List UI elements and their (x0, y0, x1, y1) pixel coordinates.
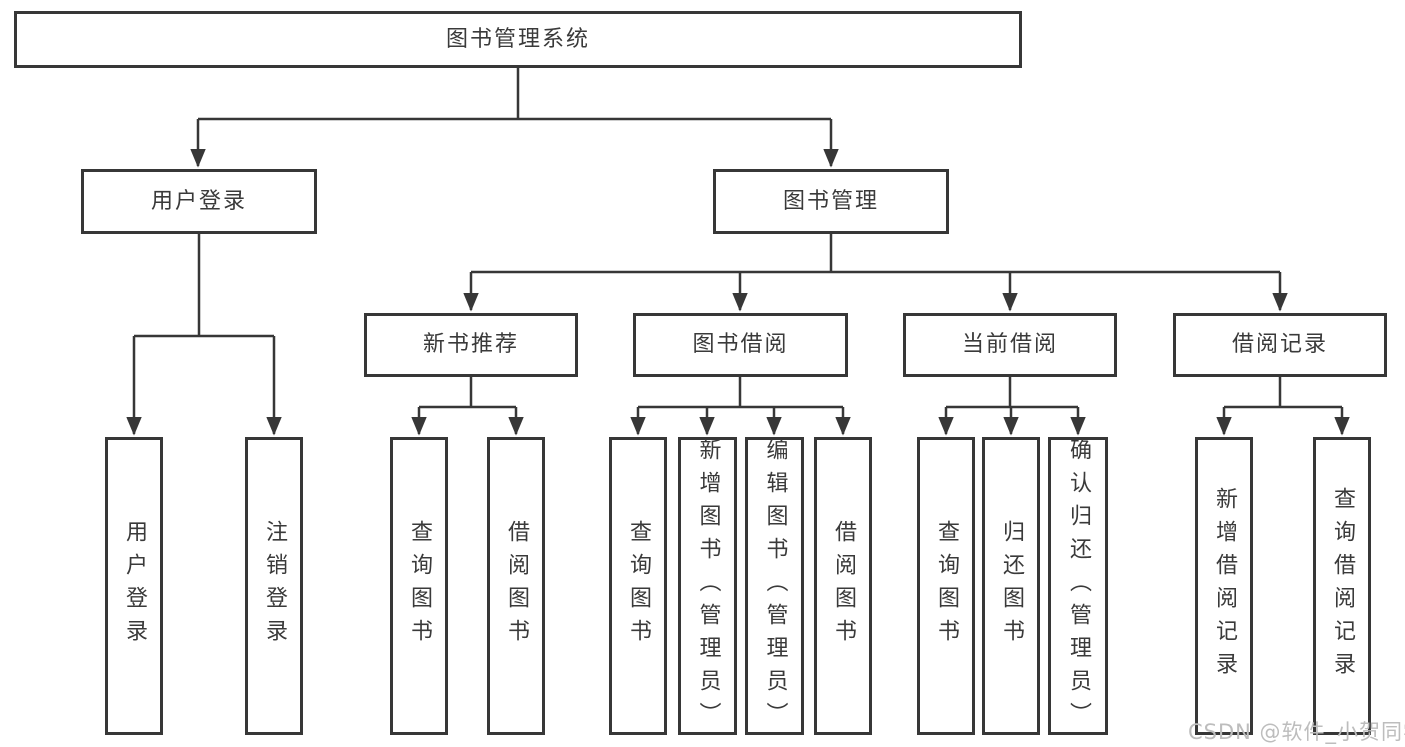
leaf-logout: 注销登录 (245, 437, 303, 735)
leaf-query-books-recommend: 查询图书 (390, 437, 448, 735)
leaf-query-books-borrowing: 查询图书 (609, 437, 667, 735)
node-book-management: 图书管理 (713, 169, 949, 234)
leaf-return-books: 归还图书 (982, 437, 1040, 735)
leaf-return-books-label: 归还图书 (999, 520, 1024, 652)
leaf-add-books-admin: 新增图书（管理员） (678, 437, 737, 735)
leaf-logout-label: 注销登录 (262, 520, 287, 652)
leaf-query-books-current: 查询图书 (917, 437, 975, 735)
leaf-borrow-books-recommend: 借阅图书 (487, 437, 545, 735)
leaf-query-books-recommend-label: 查询图书 (407, 520, 432, 652)
node-borrowing-records: 借阅记录 (1173, 313, 1387, 377)
leaf-query-borrow-record: 查询借阅记录 (1313, 437, 1371, 735)
leaf-user-login: 用户登录 (105, 437, 163, 735)
node-library-management-system: 图书管理系统 (14, 11, 1022, 68)
leaf-query-books-borrowing-label: 查询图书 (626, 520, 651, 652)
node-book-borrowing: 图书借阅 (633, 313, 848, 377)
leaf-edit-books-admin-label: 编辑图书（管理员） (762, 437, 788, 735)
leaf-add-borrow-record-label: 新增借阅记录 (1212, 487, 1237, 685)
node-current-borrowing: 当前借阅 (903, 313, 1117, 377)
csdn-watermark: CSDN @软件_小贺同学 (1188, 720, 1405, 744)
leaf-borrow-books-recommend-label: 借阅图书 (504, 520, 529, 652)
node-new-book-recommend: 新书推荐 (364, 313, 578, 377)
leaf-confirm-return-admin: 确认归还（管理员） (1048, 437, 1108, 735)
leaf-borrow-books-borrowing-label: 借阅图书 (831, 520, 856, 652)
node-user-login: 用户登录 (81, 169, 317, 234)
leaf-add-borrow-record: 新增借阅记录 (1195, 437, 1253, 735)
leaf-add-books-admin-label: 新增图书（管理员） (695, 437, 721, 735)
leaf-query-books-current-label: 查询图书 (934, 520, 959, 652)
leaf-edit-books-admin: 编辑图书（管理员） (745, 437, 804, 735)
leaf-user-login-label: 用户登录 (122, 520, 147, 652)
leaf-borrow-books-borrowing: 借阅图书 (814, 437, 872, 735)
leaf-query-borrow-record-label: 查询借阅记录 (1330, 487, 1355, 685)
leaf-confirm-return-admin-label: 确认归还（管理员） (1066, 437, 1091, 735)
